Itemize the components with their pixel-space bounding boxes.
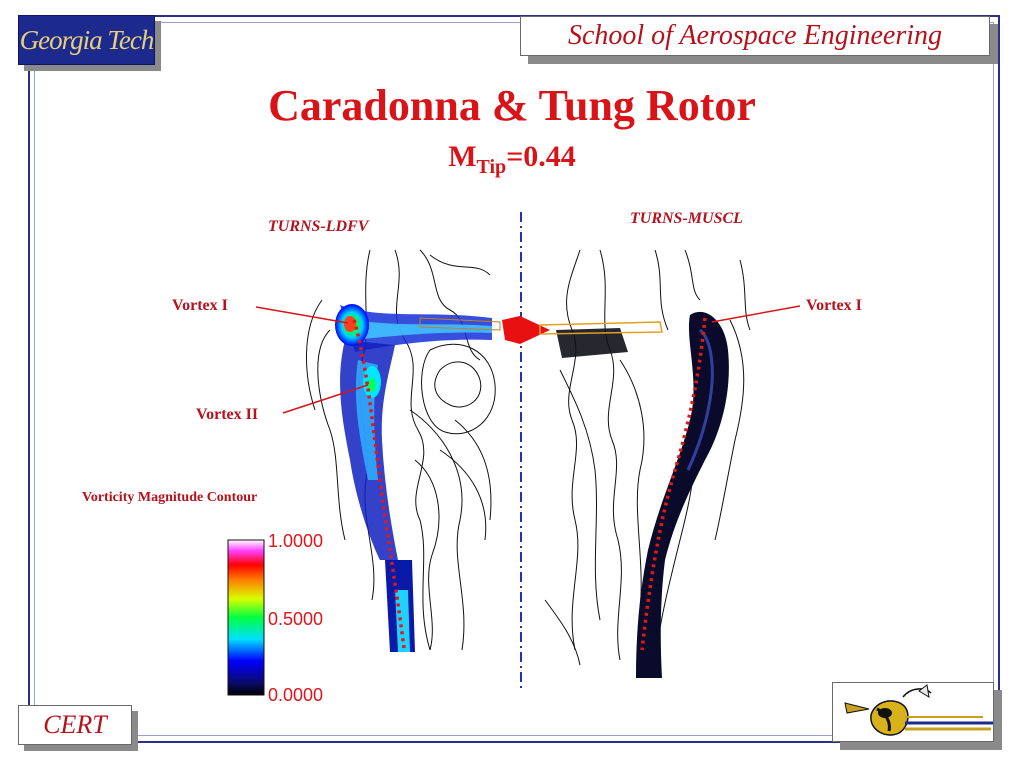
panel-label-right: TURNS-MUSCL [630, 210, 743, 227]
legend-min: 0.0000 [268, 685, 324, 705]
school-name: School of Aerospace Engineering [520, 16, 990, 56]
slide-title: Caradonna & Tung Rotor [268, 81, 756, 130]
cert-badge: CERT [18, 705, 140, 753]
vortex2-left-label: Vortex II [196, 406, 259, 423]
slide-frame [28, 15, 1000, 743]
left-contours [306, 249, 496, 651]
mascot-box [832, 682, 994, 742]
vortex1-left-label: Vortex I [172, 297, 228, 314]
colorbar [227, 539, 265, 696]
georgia-tech-logo: Georgia Tech [18, 15, 161, 71]
rotor-blade [419, 316, 663, 344]
right-vortex-field [556, 311, 729, 678]
legend-mid: 0.5000 [268, 609, 324, 629]
annotation-leaders [255, 305, 801, 414]
legend-max: 1.0000 [268, 531, 324, 551]
vortex-trajectories [352, 317, 707, 651]
cert-text: CERT [18, 705, 132, 745]
mach-subscript: Tip [476, 156, 507, 178]
vortex1-right-label: Vortex I [806, 297, 862, 314]
mach-value: =0.44 [506, 140, 576, 173]
bee-icon [844, 684, 993, 736]
school-banner: School of Aerospace Engineering [520, 16, 1000, 64]
legend-title: Vorticity Magnitude Contour [82, 490, 258, 505]
slide-frame-inner [34, 22, 994, 736]
panel-label-left: TURNS-LDFV [268, 218, 369, 235]
left-vortex-field [335, 304, 492, 652]
slide-subtitle: MTip=0.44 [0, 140, 1024, 179]
mach-symbol: M [448, 140, 477, 173]
logo-text: Georgia Tech [18, 15, 155, 65]
buzz-mascot-logo [832, 682, 1004, 752]
